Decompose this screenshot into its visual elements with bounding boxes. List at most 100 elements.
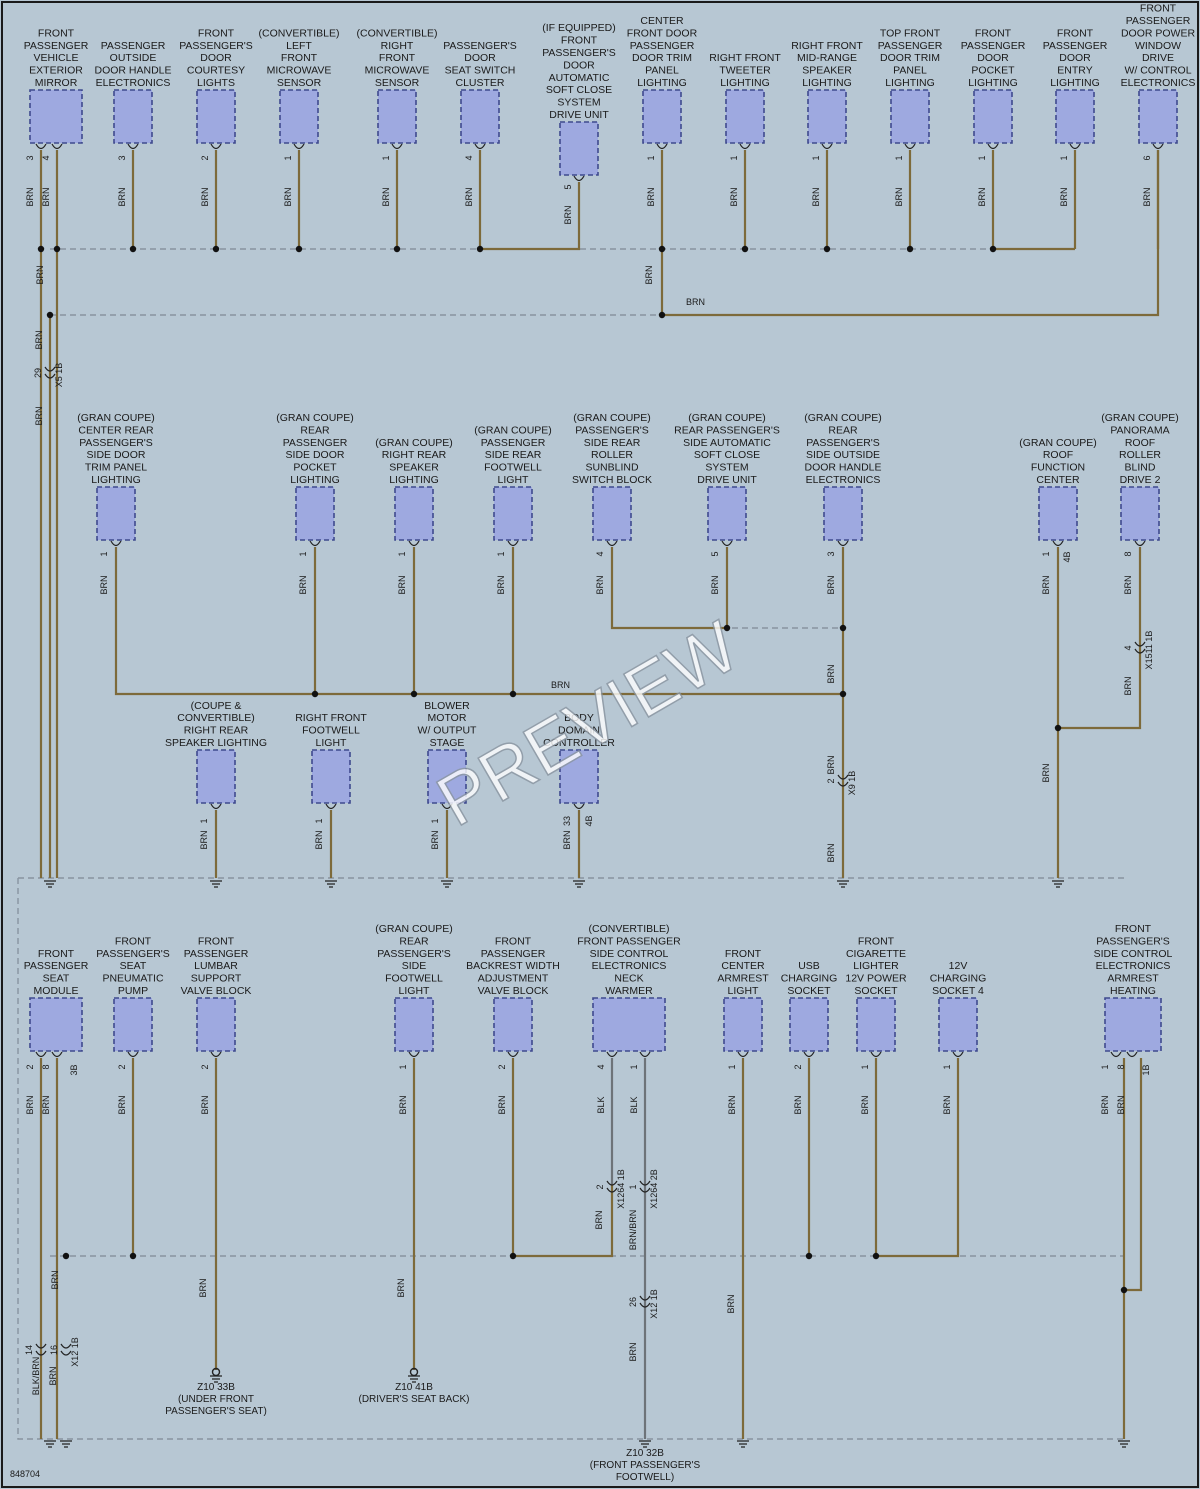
wire-color-label: BRN <box>35 265 45 284</box>
component-m9 <box>1120 486 1160 541</box>
component-n3 <box>427 749 467 804</box>
wire-color-label: BRN <box>942 1095 952 1114</box>
component-m2 <box>295 486 335 541</box>
wire-color-label: BRN <box>628 1342 638 1361</box>
wire-color-label: BRN <box>594 1210 604 1229</box>
inline-connector <box>60 1343 72 1356</box>
pin-terminal <box>408 1051 420 1058</box>
wire-color-label: BRN <box>727 1095 737 1114</box>
pin-number: 1 <box>860 1064 870 1069</box>
splice-dot <box>839 624 847 632</box>
wire-color-label: BRN <box>563 205 573 224</box>
wire-color-label: BRN <box>793 1095 803 1114</box>
splice-dot <box>658 245 666 253</box>
ground-symbol <box>737 1440 749 1448</box>
component-c10 <box>807 89 847 144</box>
wire-color-label: BRN <box>860 1095 870 1114</box>
wire-color-label: BRN <box>430 830 440 849</box>
splice-dot <box>53 245 61 253</box>
ground-name-g3: Z10 32B <box>626 1448 664 1459</box>
wire-color-label: BRN <box>551 680 570 690</box>
ground-symbol <box>325 880 337 888</box>
wire-color-label: BRN <box>1142 187 1152 206</box>
component-b9 <box>856 997 896 1052</box>
wire-color-label: BRN <box>1123 575 1133 594</box>
component-c7 <box>559 121 599 176</box>
pin-number: 1 <box>397 551 407 556</box>
ground-name-g1: Z10 33B <box>197 1382 235 1393</box>
connector-pin: 4 <box>1123 645 1133 650</box>
pin-terminal <box>474 143 486 150</box>
pin-number: 3 <box>25 155 35 160</box>
pin-terminal <box>803 1051 815 1058</box>
pin-number: 1B <box>1141 1064 1151 1075</box>
splice-dot <box>1120 1286 1128 1294</box>
pin-number: 1 <box>1059 155 1069 160</box>
component-c5 <box>377 89 417 144</box>
connector-pin: 26 <box>628 1297 638 1307</box>
pin-terminal <box>507 540 519 547</box>
splice-dot <box>509 690 517 698</box>
pin-terminal <box>408 540 420 547</box>
splice-dot <box>129 1252 137 1260</box>
pin-terminal <box>441 803 453 810</box>
component-b2 <box>113 997 153 1052</box>
component-n1 <box>196 749 236 804</box>
pin-terminal <box>35 1051 47 1058</box>
pin-number: 2 <box>117 1064 127 1069</box>
pin-number: 4B <box>1062 551 1072 562</box>
splice-dot <box>741 245 749 253</box>
pin-number: 3 <box>117 155 127 160</box>
connector-name: X1264 2B <box>649 1169 659 1209</box>
wire-color-label: BLK <box>629 1096 639 1113</box>
pin-terminal <box>210 1051 222 1058</box>
splice-dot <box>1054 724 1062 732</box>
component-c2 <box>113 89 153 144</box>
ground-symbol <box>573 880 585 888</box>
connector-name: X12 1B <box>70 1337 80 1367</box>
wire-color-label: BRN <box>726 1294 736 1313</box>
pin-terminal <box>51 1051 63 1058</box>
pin-terminal <box>127 143 139 150</box>
pin-terminal <box>639 1051 651 1058</box>
component-c3 <box>196 89 236 144</box>
component-n2 <box>311 749 351 804</box>
wire-color-label: BRN <box>398 1095 408 1114</box>
pin-terminal <box>110 540 122 547</box>
connector-name: X5 1B <box>54 363 64 388</box>
pin-number: 2 <box>793 1064 803 1069</box>
pin-number: 8 <box>41 1064 51 1069</box>
component-c4 <box>279 89 319 144</box>
ground-name-g2: Z10 41B <box>395 1382 433 1393</box>
wire-color-label: BRN <box>99 575 109 594</box>
wire-color-label: BRN <box>826 755 836 774</box>
pin-number: 1 <box>811 155 821 160</box>
connector-name: X9 1B <box>847 771 857 796</box>
wire-color-label: BRN <box>1123 676 1133 695</box>
connector-pin: 14 <box>24 1345 34 1355</box>
wire-color-label: BRN <box>34 330 44 349</box>
wire-color-label: BRN <box>41 187 51 206</box>
pin-number: 1 <box>199 818 209 823</box>
wire-color-label: BRN <box>1116 1095 1126 1114</box>
ground-symbol <box>1052 880 1064 888</box>
wire-color-label: BRN <box>198 1278 208 1297</box>
pin-number: 1 <box>430 818 440 823</box>
component-c11 <box>890 89 930 144</box>
pin-terminal <box>821 143 833 150</box>
wire-color-label: BRN <box>710 575 720 594</box>
